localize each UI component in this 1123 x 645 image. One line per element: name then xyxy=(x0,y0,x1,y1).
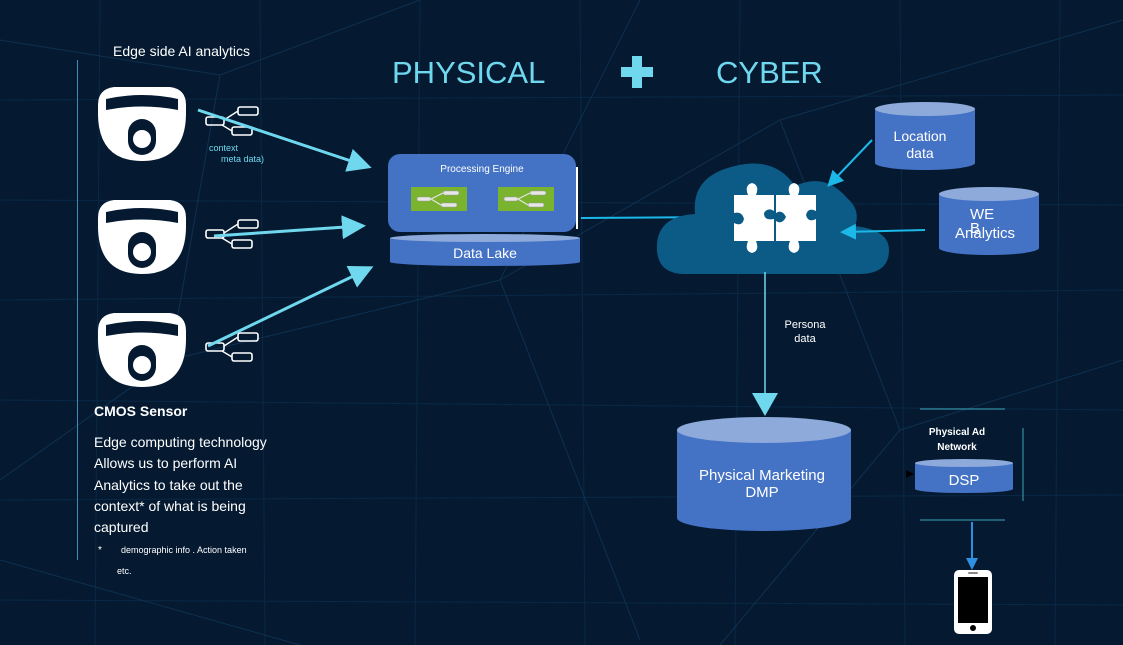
context-label-line2: meta data) xyxy=(221,154,265,164)
dome-camera-icon xyxy=(98,313,186,387)
physical-title: PHYSICAL xyxy=(392,55,546,90)
arrow-camera1-to-engine xyxy=(197,108,372,172)
dmp-label-line2: DMP xyxy=(745,484,779,501)
persona-data-label-line1: Persona xyxy=(784,319,826,331)
dsp-input-marker xyxy=(906,470,914,478)
smartphone-icon xyxy=(954,570,992,634)
data-lake-label: Data Lake xyxy=(453,245,517,261)
web-analytics-label-line2: Analytics xyxy=(955,225,1016,242)
arrow-location-to-cloud xyxy=(827,139,873,187)
ad-network-title-line2: Network xyxy=(937,442,977,453)
processing-engine-edge xyxy=(576,167,578,229)
camera-2 xyxy=(98,200,186,274)
context-label-line1: context xyxy=(209,143,239,153)
data-lake-cylinder xyxy=(389,233,581,267)
camera-1 xyxy=(98,87,186,161)
arrow-camera2-to-engine xyxy=(213,215,366,240)
cyber-title: CYBER xyxy=(716,55,823,90)
metadata-node-icon-3 xyxy=(205,332,259,362)
persona-arrowhead xyxy=(752,393,778,416)
description-line-3: Analytics to take out the xyxy=(94,477,243,493)
edge-section-title: Edge side AI analytics xyxy=(113,43,250,59)
dsp-cylinder xyxy=(915,459,1013,493)
dmp-cylinder xyxy=(677,417,851,531)
sensor-title: CMOS Sensor xyxy=(94,403,188,419)
footnote-line-1: demographic info . Action taken xyxy=(121,545,247,555)
plus-icon xyxy=(621,56,653,88)
workflow-node-icon-2 xyxy=(498,187,554,211)
web-analytics-label-line1: WE xyxy=(970,206,995,223)
processing-engine-label: Processing Engine xyxy=(440,164,524,175)
description-line-1: Edge computing technology xyxy=(94,434,267,450)
left-divider xyxy=(77,60,78,560)
web-analytics-cylinder xyxy=(939,187,1039,255)
persona-data-label-line2: data xyxy=(794,333,816,345)
footnote-marker: * xyxy=(98,545,102,556)
description-line-5: captured xyxy=(94,519,149,535)
location-data-label-line2: data xyxy=(906,145,934,161)
dome-camera-icon xyxy=(98,87,186,161)
web-analytics-label-line1b: B xyxy=(970,220,981,237)
cloud-icon xyxy=(656,163,889,274)
ad-network-title-line1: Physical Ad xyxy=(928,427,986,438)
footnote-line-2: etc. xyxy=(117,566,132,576)
dmp-label-line1: Physical Marketing xyxy=(699,467,825,484)
arrow-camera3-to-lake xyxy=(207,265,374,348)
dome-camera-icon xyxy=(98,200,186,274)
arrow-web-to-cloud xyxy=(840,223,926,240)
location-data-label-line1: Location xyxy=(893,128,947,144)
description-line-2: Allows us to perform AI xyxy=(94,455,238,471)
description-line-4: context* of what is being xyxy=(94,498,246,514)
puzzle-icon xyxy=(734,183,816,253)
location-data-cylinder xyxy=(875,102,975,170)
camera-3 xyxy=(98,313,186,387)
workflow-node-icon-1 xyxy=(411,187,467,211)
dsp-label: DSP xyxy=(948,472,980,489)
